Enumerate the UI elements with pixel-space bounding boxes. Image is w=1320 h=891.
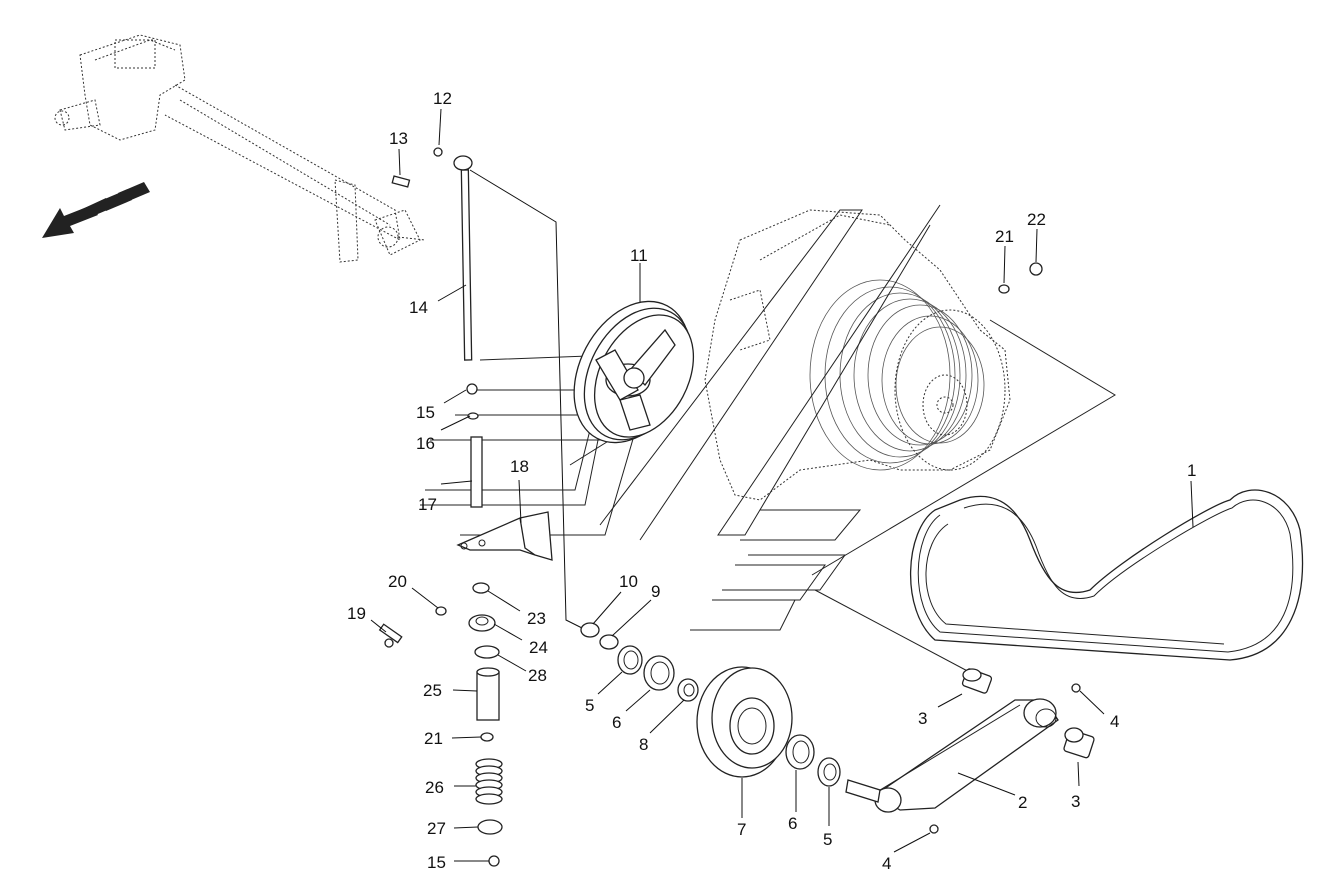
- pulley-11: [573, 300, 695, 444]
- callout-13: 13: [389, 129, 408, 148]
- callout-1: 1: [1187, 461, 1196, 480]
- direction-arrow-icon: [42, 182, 150, 238]
- callout-8: 8: [639, 735, 648, 754]
- tensioner-arm-2: [845, 698, 1059, 813]
- callout-6-left: 6: [612, 713, 621, 732]
- callout-15-bottom: 15: [427, 853, 446, 872]
- callout-15-top: 15: [416, 403, 435, 422]
- callout-18: 18: [510, 457, 529, 476]
- nut-15-top: [466, 383, 478, 395]
- seal-5-right: [817, 757, 841, 787]
- leader-lines: [370, 108, 1194, 862]
- nut-15-bottom: [488, 855, 500, 867]
- callout-7: 7: [737, 820, 746, 839]
- belt-1: [909, 489, 1304, 661]
- callout-4-lower: 4: [882, 854, 891, 873]
- callout-3-upper: 3: [918, 709, 927, 728]
- ring-10: [580, 622, 600, 638]
- callout-3-lower: 3: [1071, 792, 1080, 811]
- callout-12: 12: [433, 89, 452, 108]
- bolt-19: [378, 623, 403, 648]
- idler-pulley-7: [696, 666, 793, 778]
- seal-5-left: [617, 645, 643, 675]
- callout-2: 2: [1018, 793, 1027, 812]
- bearing-6-left: [643, 655, 675, 691]
- callout-21-lower: 21: [424, 729, 443, 748]
- bracket-18: [456, 511, 553, 561]
- callout-20: 20: [388, 572, 407, 591]
- callout-22: 22: [1027, 210, 1046, 229]
- callout-21-upper: 21: [995, 227, 1014, 246]
- callout-4-upper: 4: [1110, 712, 1119, 731]
- ring-9: [599, 634, 619, 650]
- gearbox-assembly: [54, 34, 426, 263]
- callout-27: 27: [427, 819, 446, 838]
- bushing-3-lower: [1063, 727, 1095, 759]
- callout-26: 26: [425, 778, 444, 797]
- callout-23: 23: [527, 609, 546, 628]
- tube-25: [476, 667, 500, 721]
- bushing-3-upper: [961, 668, 993, 694]
- washer-20: [435, 606, 447, 616]
- circlip-12: [433, 147, 443, 157]
- callout-28: 28: [528, 666, 547, 685]
- washer-23: [472, 582, 490, 594]
- washer-21-upper: [998, 284, 1010, 294]
- callout-11: 11: [630, 246, 648, 265]
- callout-16: 16: [416, 434, 435, 453]
- nut-22: [1029, 262, 1043, 276]
- pin-17: [470, 436, 483, 508]
- washer-28: [474, 645, 500, 659]
- rod-14: [453, 155, 473, 361]
- spacer-8: [677, 678, 699, 702]
- callout-14: 14: [409, 298, 428, 317]
- callout-24: 24: [529, 638, 548, 657]
- washer-16: [467, 412, 479, 420]
- bolt-4-lower: [929, 824, 939, 834]
- callout-9: 9: [651, 582, 660, 601]
- callout-25: 25: [423, 681, 442, 700]
- washer-27: [477, 819, 503, 835]
- callout-17: 17: [418, 495, 437, 514]
- callout-labels: 12 13 14 11 15 16 17 18 20 19 23 24 28 2…: [347, 89, 1196, 873]
- bushing-24: [468, 614, 496, 632]
- callout-5-left: 5: [585, 696, 594, 715]
- washer-21-lower: [480, 732, 494, 742]
- callout-6-right: 6: [788, 814, 797, 833]
- callout-19: 19: [347, 604, 366, 623]
- engine-housing: [704, 209, 1011, 501]
- key-13: [391, 175, 411, 188]
- bolt-4-upper: [1071, 683, 1081, 693]
- spring-26: [475, 758, 503, 805]
- bearing-6-right: [785, 734, 815, 770]
- callout-10: 10: [619, 572, 638, 591]
- callout-5-right: 5: [823, 830, 832, 849]
